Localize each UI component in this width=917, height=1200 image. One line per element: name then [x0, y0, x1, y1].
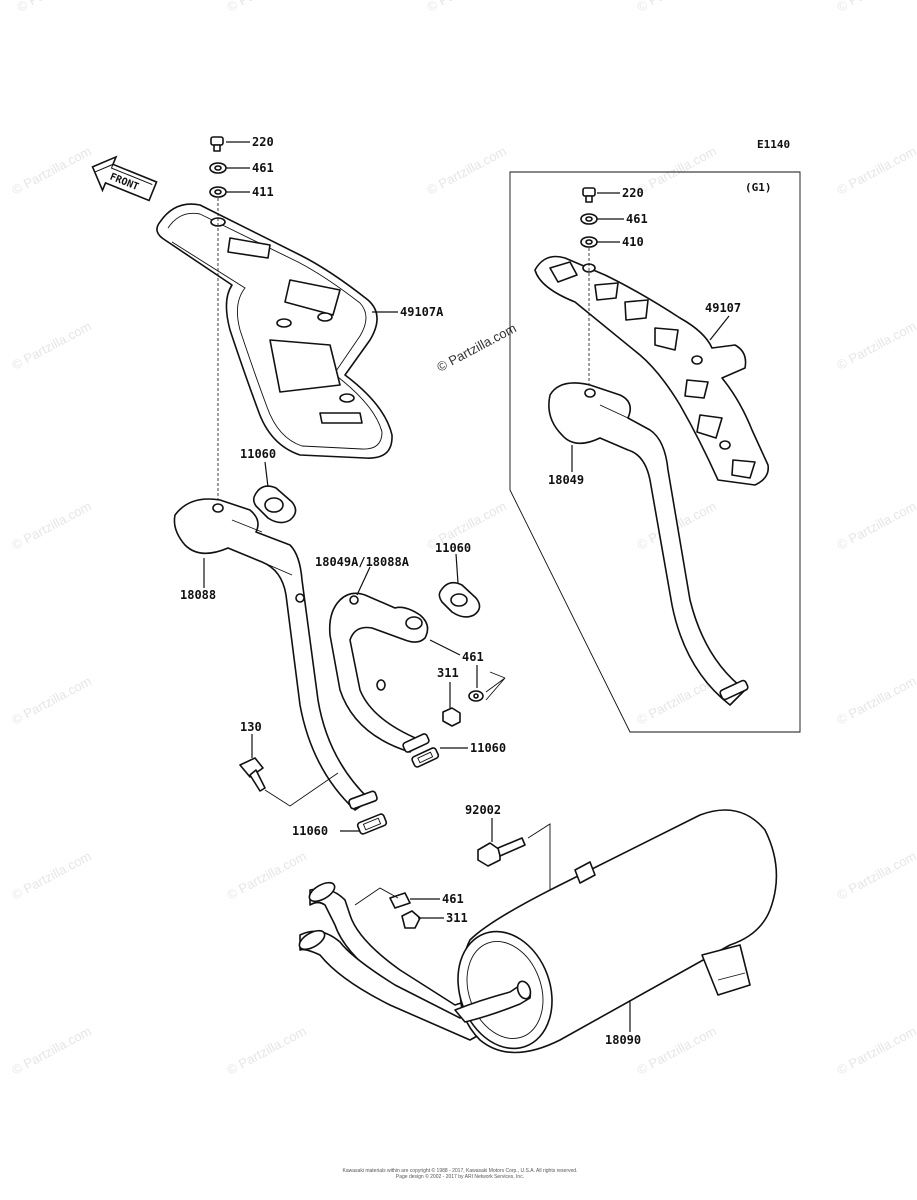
label-18088: 18088	[180, 588, 216, 602]
bolt-220-main	[210, 136, 224, 152]
label-220-g1: 220	[622, 186, 644, 200]
nut-311-lower	[401, 910, 421, 929]
front-arrow: FRONT	[91, 155, 158, 202]
svg-text:© Partzilla.com: © Partzilla.com	[634, 1023, 718, 1077]
svg-text:© Partzilla.com: © Partzilla.com	[834, 143, 917, 197]
svg-text:© Partzilla.com: © Partzilla.com	[9, 143, 93, 197]
heat-guard-49107A	[156, 203, 393, 459]
svg-text:© Partzilla.com: © Partzilla.com	[9, 1023, 93, 1077]
svg-text:© Partzilla.com: © Partzilla.com	[834, 673, 917, 727]
label-311-lower: 311	[446, 911, 468, 925]
label-11060-bottom: 11060	[292, 824, 328, 838]
label-18049A-18088A: 18049A/18088A	[315, 555, 410, 569]
svg-text:© Partzilla.com: © Partzilla.com	[224, 848, 308, 902]
label-461-mid: 461	[462, 650, 484, 664]
label-311-mid: 311	[437, 666, 459, 680]
svg-text:© Partzilla.com: © Partzilla.com	[14, 0, 98, 15]
label-18049: 18049	[548, 473, 584, 487]
label-49107: 49107	[705, 301, 741, 315]
bolt-92002	[477, 837, 526, 867]
label-92002: 92002	[465, 803, 501, 817]
gasket-11060-right	[411, 747, 440, 768]
svg-text:© Partzilla.com: © Partzilla.com	[834, 848, 917, 902]
gasket-11060-bottom	[356, 813, 388, 835]
label-11060-right: 11060	[470, 741, 506, 755]
copyright-notice: Kawasaki materials within are copyright …	[330, 1168, 590, 1180]
svg-text:© Partzilla.com: © Partzilla.com	[424, 143, 508, 197]
label-11060-top: 11060	[240, 447, 276, 461]
label-18090: 18090	[605, 1033, 641, 1047]
g1-label: (G1)	[745, 181, 772, 194]
svg-text:© Partzilla.com: © Partzilla.com	[224, 1023, 308, 1077]
label-220-main: 220	[252, 135, 274, 149]
exhaust-pipe-18049	[548, 382, 749, 706]
bolt-220-g1	[582, 187, 596, 203]
muffler-18090	[298, 809, 778, 1054]
svg-text:© Partzilla.com: © Partzilla.com	[9, 673, 93, 727]
label-49107A: 49107A	[400, 305, 444, 319]
gasket-11060-top	[252, 485, 297, 524]
nut-311-mid	[442, 707, 461, 727]
svg-text:© Partzilla.com: © Partzilla.com	[224, 0, 308, 15]
svg-text:© Partzilla.com: © Partzilla.com	[834, 498, 917, 552]
label-461-g1: 461	[626, 212, 648, 226]
label-411: 411	[252, 185, 274, 199]
svg-text:© Partzilla.com: © Partzilla.com	[424, 0, 508, 15]
label-11060-mid: 11060	[435, 541, 471, 555]
label-410: 410	[622, 235, 644, 249]
svg-text:© Partzilla.com: © Partzilla.com	[834, 1023, 917, 1077]
copyright-line-1: Kawasaki materials within are copyright …	[342, 1168, 578, 1174]
bolt-130	[239, 757, 266, 792]
exhaust-pipe-18088	[173, 498, 378, 811]
svg-text:© Partzilla.com: © Partzilla.com	[9, 498, 93, 552]
label-461-main: 461	[252, 161, 274, 175]
exhaust-pipe-18049A-18088A	[328, 592, 430, 753]
svg-text:© Partzilla.com: © Partzilla.com	[834, 0, 917, 15]
svg-text:© Partzilla.com: © Partzilla.com	[9, 318, 93, 372]
center-watermark: © Partzilla.com	[434, 320, 518, 374]
svg-text:© Partzilla.com: © Partzilla.com	[9, 848, 93, 902]
diagram-code: E1140	[757, 138, 790, 151]
copyright-line-2: Page design © 2002 - 2017 by ARI Network…	[395, 1174, 525, 1180]
label-461-lower: 461	[442, 892, 464, 906]
svg-text:© Partzilla.com: © Partzilla.com	[634, 0, 718, 15]
g1-inset-frame	[509, 171, 801, 733]
svg-text:© Partzilla.com: © Partzilla.com	[834, 318, 917, 372]
svg-text:© Partzilla.com: © Partzilla.com	[634, 143, 718, 197]
label-130: 130	[240, 720, 262, 734]
gasket-11060-mid	[438, 581, 481, 618]
